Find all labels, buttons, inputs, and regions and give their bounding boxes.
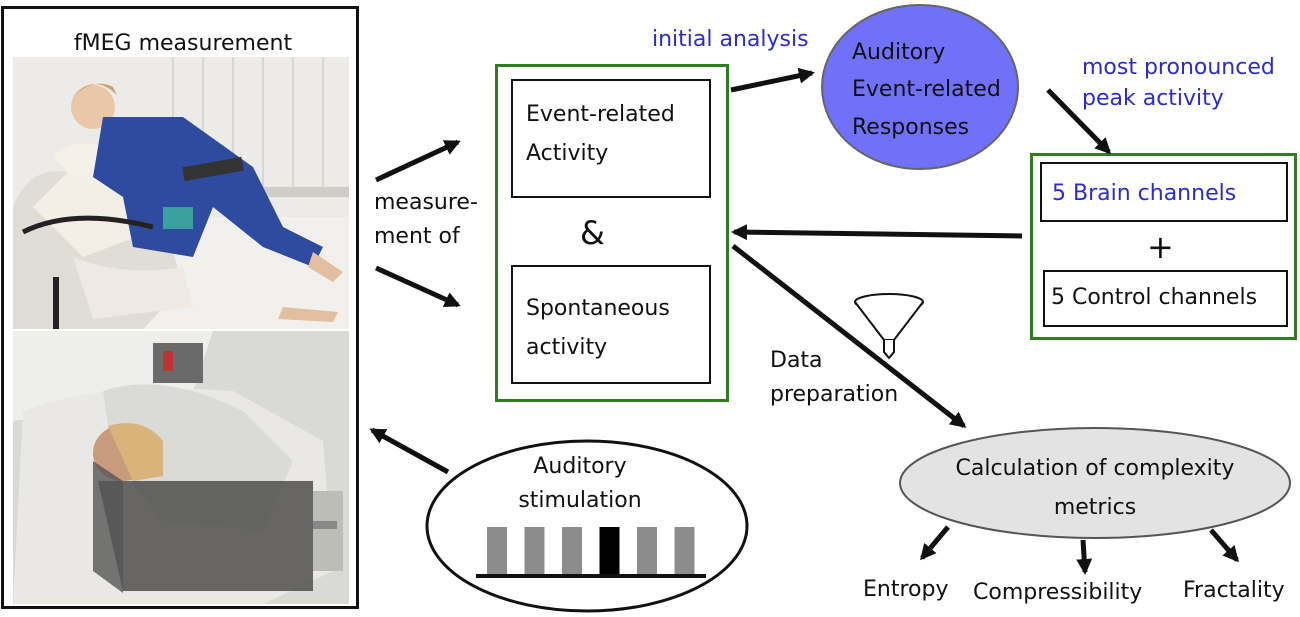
stimulus-bar [524, 527, 545, 574]
spontaneous-activity-label: Spontaneous activity [526, 296, 670, 360]
arrow-complexity-to-fractality [1209, 528, 1239, 563]
control-channels-label: 5 Control channels [1051, 285, 1258, 310]
label-initial-analysis: initial analysis [652, 27, 809, 52]
stimulus-bar [674, 527, 695, 574]
label-most-pronounced: most pronounced peak activity [1082, 55, 1275, 111]
stimulus-bar [487, 527, 507, 574]
photo-fmeg-newborn [13, 331, 349, 604]
funnel-icon [854, 293, 924, 360]
arrow-activity-to-auditory [730, 67, 815, 93]
stimulus-bar [599, 527, 620, 574]
label-data-preparation: Data preparation [770, 348, 899, 408]
complexity-ellipse [899, 427, 1291, 539]
photo-panel: fMEG measurement [1, 6, 359, 609]
auditory-responses-ellipse [821, 4, 1019, 170]
stimulation-label: Auditory stimulation [518, 454, 642, 514]
arrow-complexity-to-entropy [920, 525, 950, 561]
channels-box [1030, 153, 1297, 340]
control-channels-box [1043, 270, 1288, 327]
arrow-auditory-to-channels [1046, 88, 1112, 155]
metric-compressibility: Compressibility [973, 580, 1143, 605]
arrow-channels-to-activity [731, 224, 1023, 241]
label-measurement-of: measure- ment of [374, 190, 478, 250]
photo-fmeg-mother-graphic [13, 57, 349, 329]
arrow-photos-to-spontaneous [374, 265, 461, 308]
photo-panel-title: fMEG measurement [73, 31, 293, 56]
metric-entropy: Entropy [863, 577, 949, 602]
stimulation-bars [487, 527, 695, 574]
event-related-activity-label: Event-related Activity [526, 102, 675, 166]
channels-plus: + [1147, 228, 1174, 266]
brain-channels-label: 5 Brain channels [1052, 181, 1237, 206]
activity-box [495, 64, 729, 402]
photo-fmeg-newborn-graphic [13, 331, 349, 604]
spontaneous-activity-box [511, 265, 711, 384]
arrow-stimulation-to-photos [369, 427, 450, 475]
stimulus-bar [562, 527, 582, 574]
arrow-activity-to-complexity [731, 244, 967, 428]
arrow-photos-to-event [374, 139, 461, 183]
brain-channels-box [1040, 162, 1288, 222]
photo-fmeg-mother [13, 57, 349, 329]
stimulus-bar [637, 527, 657, 574]
auditory-responses-label: Auditory Event-related Responses [852, 40, 1001, 140]
complexity-title: Calculation of complexity metrics [955, 456, 1235, 520]
arrow-complexity-to-compressibility [1076, 539, 1093, 575]
event-related-activity-box [511, 79, 711, 198]
metric-fractality: Fractality [1183, 578, 1285, 603]
ampersand: & [580, 214, 605, 252]
